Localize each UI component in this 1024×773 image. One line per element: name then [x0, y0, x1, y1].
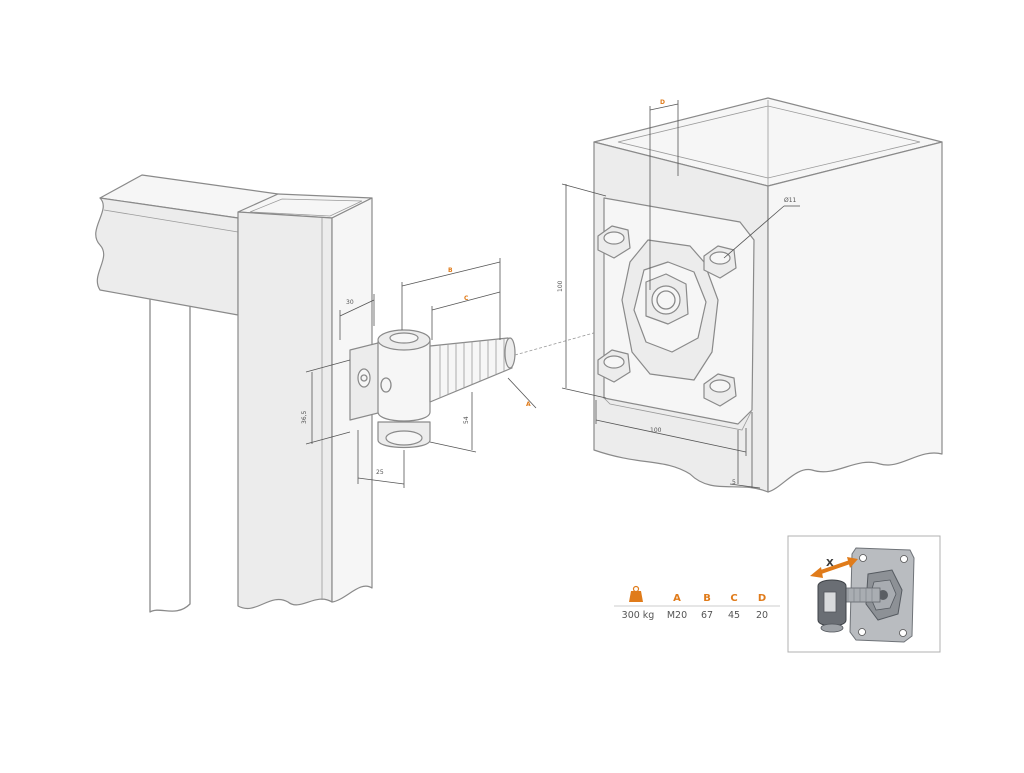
inset-axis-label: X — [826, 558, 834, 569]
table-header-d: D — [758, 593, 766, 604]
hinge-dimensions: 30 36,5 25 54 B C A — [301, 258, 537, 488]
hinge-assembly — [349, 319, 641, 449]
dim-post-width: 30 — [346, 299, 354, 306]
dim-54: 54 — [463, 416, 470, 424]
dim-label-b: B — [448, 267, 453, 274]
dim-plate-width: 100 — [650, 427, 662, 434]
table-value-a: M20 — [667, 610, 687, 621]
mounting-plate — [597, 197, 755, 431]
table-load-value: 300 kg — [622, 610, 655, 621]
table-value-c: 45 — [728, 610, 740, 621]
inset-photo: X — [787, 535, 941, 653]
table-header-b: B — [703, 593, 711, 604]
weight-icon — [629, 585, 643, 602]
dim-plate-thickness: 5 — [732, 479, 736, 486]
double-arrow-icon — [810, 557, 858, 578]
dim-offset-25: 25 — [376, 469, 384, 476]
gate-frame — [95, 174, 373, 613]
plate-dimensions: D 100 100 Ø11 5 — [557, 99, 800, 489]
table-value-b: 67 — [701, 610, 713, 621]
spec-table: A B C D 300 kg M20 67 45 20 — [614, 585, 780, 621]
dim-36-5: 36,5 — [301, 410, 308, 424]
dim-plate-height: 100 — [557, 280, 564, 292]
dim-label-a: A — [526, 401, 531, 408]
table-value-d: 20 — [756, 610, 768, 621]
dim-hole-diameter: Ø11 — [784, 197, 797, 204]
dim-label-c: C — [464, 295, 469, 302]
table-header-c: C — [730, 593, 737, 604]
dim-label-d: D — [660, 99, 665, 106]
table-header-a: A — [673, 593, 681, 604]
